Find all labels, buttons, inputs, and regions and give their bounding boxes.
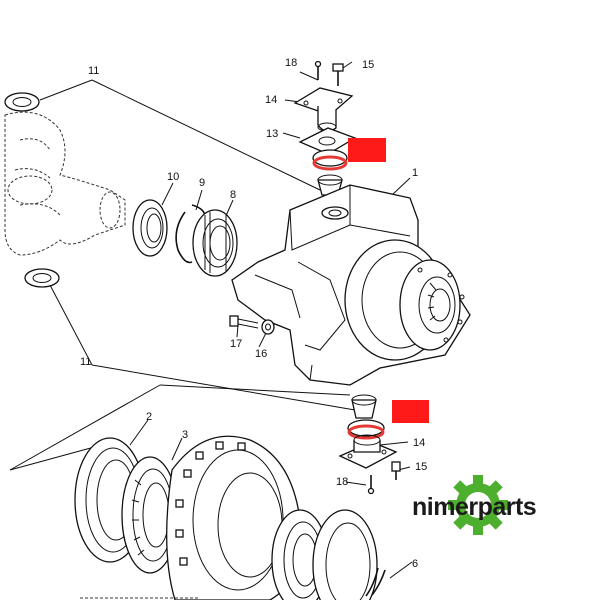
- hub-ring-outer: [312, 509, 378, 600]
- wheel-hub: [166, 435, 302, 600]
- label-3: 3: [182, 429, 188, 441]
- swivel-housing-1: [231, 184, 471, 386]
- highlight-box-upper: [348, 138, 386, 162]
- seal-11-top: [4, 92, 40, 112]
- label-9: 9: [199, 177, 205, 189]
- label-11-top: 11: [88, 65, 99, 77]
- needle-bearing-8: [192, 209, 238, 277]
- gear-icon: [448, 475, 508, 535]
- label-11-bottom: 11: [80, 356, 91, 368]
- upper-cap-14: [293, 87, 354, 132]
- bolt-15-bottom: [391, 461, 401, 480]
- washer-16: [261, 319, 275, 335]
- label-13: 13: [266, 128, 278, 140]
- label-8: 8: [230, 189, 236, 201]
- upper-seal-highlighted: [312, 149, 348, 171]
- label-10: 10: [167, 171, 179, 183]
- label-15-top: 15: [362, 59, 374, 71]
- hub-bearing-3: [121, 456, 179, 574]
- circlip-6: [365, 567, 386, 597]
- lower-bearing: [351, 394, 377, 419]
- label-15-bottom: 15: [415, 461, 427, 473]
- bolt-17: [229, 315, 259, 329]
- brand-name: nimerparts: [412, 493, 536, 521]
- bolt-15-top: [332, 63, 344, 86]
- label-14-bottom: 14: [413, 437, 425, 449]
- label-1: 1: [412, 167, 418, 179]
- label-6: 6: [412, 558, 418, 570]
- label-17: 17: [230, 338, 242, 350]
- label-18-bottom: 18: [336, 476, 348, 488]
- callout-labels: 11 10 9 8 18 15 14 13 1 17 16 11 2 3 14 …: [80, 57, 427, 570]
- lower-seal-highlighted: [347, 419, 385, 440]
- label-2: 2: [146, 411, 152, 423]
- label-16: 16: [255, 348, 267, 360]
- lower-cap-14: [338, 434, 398, 469]
- seal-11-bottom: [24, 268, 60, 288]
- label-14-top: 14: [265, 94, 277, 106]
- grease-nipple-18-top: [314, 60, 322, 80]
- highlight-box-lower: [392, 400, 429, 423]
- axle-housing: [4, 111, 126, 256]
- seal-ring-10: [132, 199, 168, 257]
- label-18-top: 18: [285, 57, 297, 69]
- brand-logo: nimerparts: [412, 475, 537, 535]
- grease-nipple-18-bottom: [367, 475, 375, 495]
